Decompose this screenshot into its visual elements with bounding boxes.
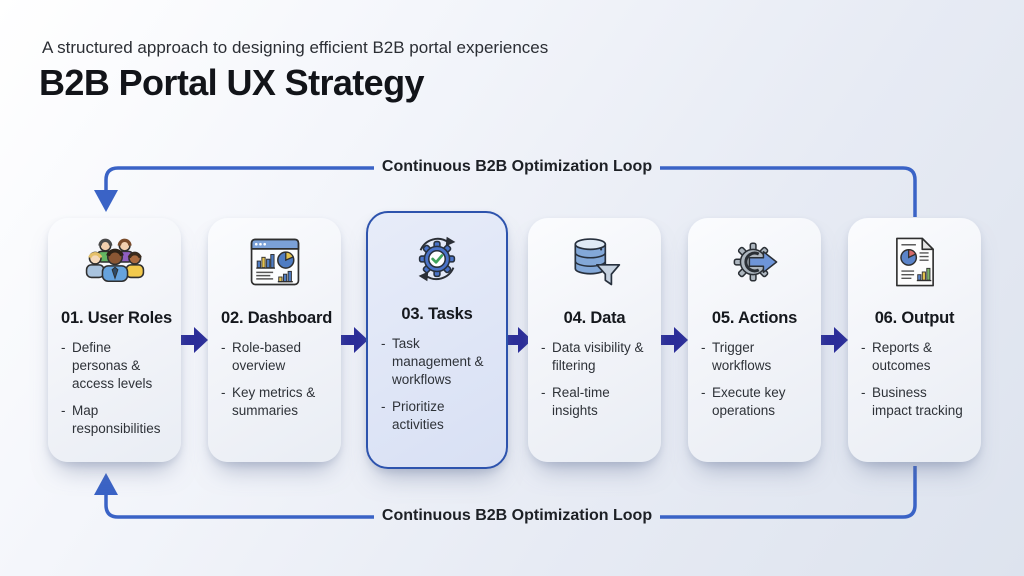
bullet-marker: - (61, 340, 66, 355)
bullet-item: - Data visibility & filtering (541, 339, 648, 375)
step-card-output: 06. Output - Reports & outcomes - Busine… (848, 218, 981, 462)
database-filter-icon (541, 228, 648, 296)
step-card-user-roles: 01. User Roles - Define personas & acces… (48, 218, 181, 462)
bullet-marker: - (861, 340, 866, 355)
arrow-right-icon (341, 327, 368, 353)
bullet-item: - Role-based overview (221, 339, 328, 375)
bullet-item: - Business impact tracking (861, 384, 968, 420)
loop-label-top: Continuous B2B Optimization Loop (381, 158, 653, 175)
bullet-item: - Reports & outcomes (861, 339, 968, 375)
bullet-marker: - (381, 399, 386, 415)
loop-arrowhead-down-icon (94, 190, 118, 212)
loop-line-bottom-right (660, 466, 917, 519)
step-card-data: 04. Data - Data visibility & filtering -… (528, 218, 661, 462)
bullet-marker: - (221, 385, 226, 401)
bullet-marker: - (541, 385, 546, 401)
bullet-marker: - (61, 403, 66, 419)
loop-line-bottom-left (104, 493, 374, 519)
arrow-right-icon (821, 327, 848, 353)
step-bullets: - Data visibility & filtering - Real-tim… (541, 339, 648, 420)
bullet-item: - Task management & workflows (381, 335, 493, 389)
step-title: 02. Dashboard (221, 309, 333, 327)
loop-line-top-right (660, 166, 917, 217)
step-title: 06. Output (874, 309, 955, 327)
team-people-icon (61, 228, 168, 296)
gear-check-cycle-icon (381, 224, 493, 292)
bullet-item: - Trigger workflows (701, 339, 808, 375)
bullet-marker: - (381, 336, 386, 351)
step-bullets: - Reports & outcomes - Business impact t… (861, 339, 968, 420)
loop-arrowhead-up-icon (94, 473, 118, 495)
step-title: 01. User Roles (61, 309, 172, 327)
arrow-right-icon (661, 327, 688, 353)
bullet-item: - Prioritize activities (381, 398, 493, 434)
bullet-marker: - (221, 340, 226, 355)
step-bullets: - Trigger workflows - Execute key operat… (701, 339, 808, 420)
step-bullets: - Define personas & access levels - Map … (61, 339, 168, 438)
step-title: 04. Data (563, 309, 626, 327)
bullet-marker: - (701, 385, 706, 401)
bullet-item: - Define personas & access levels (61, 339, 168, 393)
bullet-item: - Key metrics & summaries (221, 384, 328, 420)
gear-arrow-icon (701, 228, 808, 296)
dashboard-charts-icon (221, 228, 328, 296)
report-document-icon (861, 228, 968, 296)
bullet-marker: - (701, 340, 706, 355)
bullet-item: - Execute key operations (701, 384, 808, 420)
slide-subtitle: A structured approach to designing effic… (42, 38, 549, 57)
step-title: 05. Actions (711, 309, 798, 327)
step-title: 03. Tasks (401, 305, 473, 323)
arrow-right-icon (181, 327, 208, 353)
loop-line-top-left (104, 166, 374, 192)
step-bullets: - Task management & workflows - Prioriti… (381, 335, 493, 434)
loop-label-bottom: Continuous B2B Optimization Loop (381, 507, 653, 524)
step-card-dashboard: 02. Dashboard - Role-based overview - Ke… (208, 218, 341, 462)
slide-title: B2B Portal UX Strategy (39, 62, 425, 103)
bullet-item: - Real-time insights (541, 384, 648, 420)
step-bullets: - Role-based overview - Key metrics & su… (221, 339, 328, 420)
step-card-tasks-highlighted: 03. Tasks - Task management & workflows … (366, 211, 508, 469)
bullet-item: - Map responsibilities (61, 402, 168, 438)
bullet-marker: - (541, 340, 546, 355)
step-card-actions: 05. Actions - Trigger workflows - Execut… (688, 218, 821, 462)
bullet-marker: - (861, 385, 866, 401)
